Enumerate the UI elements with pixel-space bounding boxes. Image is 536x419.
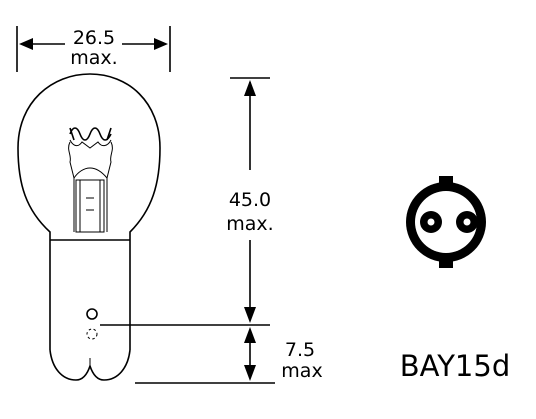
bulb-side-view: [17, 73, 161, 381]
bayonet-pin-rear: [86, 328, 98, 340]
filament-assembly: [68, 127, 113, 233]
offset-value: 7.5: [285, 339, 315, 361]
bayonet-notch-top: [439, 176, 453, 184]
width-qualifier: max.: [70, 47, 117, 69]
base-end-view: BAY15d: [400, 176, 511, 383]
base-face: [415, 191, 477, 253]
offset-qualifier: max: [281, 360, 322, 382]
width-value: 26.5: [73, 27, 115, 49]
height-dimension: 45.0 max.: [100, 77, 274, 326]
bayonet-pin: [86, 308, 98, 320]
height-value: 45.0: [229, 189, 271, 211]
glass-envelope: [17, 73, 161, 240]
bayonet-notch-bottom: [439, 260, 453, 268]
width-dimension: 26.5 max.: [16, 26, 171, 72]
base-type-label: BAY15d: [400, 349, 511, 383]
base-cap: [49, 239, 131, 350]
height-qualifier: max.: [226, 213, 273, 235]
offset-dimension: 7.5 max: [135, 327, 323, 384]
